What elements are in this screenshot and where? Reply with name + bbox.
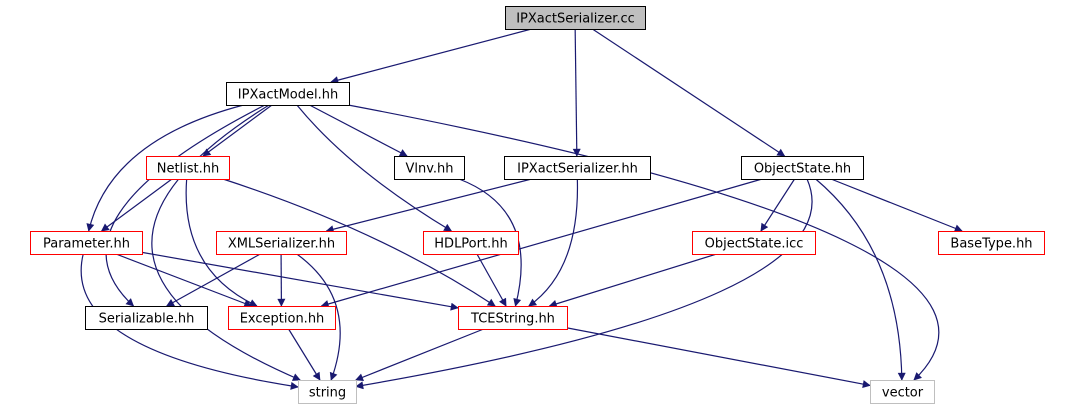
edge-exception-to-string: [288, 328, 321, 381]
edge-tcestring-to-vector: [566, 327, 871, 389]
edge-parameter-to-string: [80, 253, 299, 390]
edge-tcestring-to-string: [355, 328, 484, 382]
node-label: IPXactModel.hh: [238, 88, 338, 103]
node-serializable[interactable]: Serializable.hh: [85, 306, 208, 330]
node-ipxact-model[interactable]: IPXactModel.hh: [226, 82, 350, 106]
node-label: Netlist.hh: [157, 162, 220, 177]
node-box: [85, 306, 208, 330]
edge-ipxact-model-to-vlnv: [309, 104, 408, 157]
node-object-state-icc[interactable]: ObjectState.icc: [692, 231, 816, 255]
node-parameter[interactable]: Parameter.hh: [30, 231, 143, 255]
node-label: ObjectState.hh: [754, 162, 851, 177]
node-box: [870, 380, 935, 404]
node-box: [216, 231, 347, 255]
node-box: [692, 231, 816, 255]
edge-serializer-hh-to-tcestring: [528, 178, 579, 307]
node-label: ObjectState.icc: [705, 237, 804, 252]
edge-ipxact-model-to-netlist: [202, 104, 273, 157]
node-box: [298, 380, 357, 404]
node-label: Vlnv.hh: [405, 162, 453, 177]
edge-ipxact-model-to-vector: [348, 104, 940, 381]
edge-netlist-to-exception: [185, 178, 258, 307]
edges: [80, 28, 963, 390]
node-exception[interactable]: Exception.hh: [228, 306, 336, 330]
node-root[interactable]: IPXactSerializer.cc: [505, 6, 646, 30]
edge-ipxact-model-to-hdl-port: [296, 104, 453, 232]
node-box: [938, 231, 1045, 255]
edge-parameter-to-exception: [115, 253, 253, 308]
edge-root-to-serializer-hh: [572, 28, 581, 157]
nodes: IPXactSerializer.cc IPXactModel.hh Netli…: [30, 6, 1045, 404]
node-box: [146, 156, 230, 180]
node-box: [226, 82, 350, 106]
edge-object-state-to-base-type: [830, 178, 963, 233]
node-label: Serializable.hh: [99, 312, 195, 327]
edge-xml-serializer-to-serializable: [166, 253, 261, 307]
node-label: vector: [882, 386, 924, 401]
node-label: BaseType.hh: [950, 237, 1032, 252]
node-label: IPXactSerializer.hh: [517, 162, 638, 177]
node-ipxact-serializer-hh[interactable]: IPXactSerializer.hh: [504, 156, 651, 180]
edge-parameter-to-tcestring: [141, 251, 459, 311]
node-vlnv[interactable]: Vlnv.hh: [394, 156, 465, 180]
edge-ipxact-model-to-string: [151, 104, 301, 381]
edge-object-state-to-string: [355, 178, 813, 390]
node-label: TCEString.hh: [470, 312, 555, 327]
node-box: [423, 231, 519, 255]
node-box: [458, 306, 568, 330]
node-string: string: [298, 380, 357, 404]
node-box: [741, 156, 864, 180]
edge-xml-serializer-to-string: [296, 253, 341, 381]
node-box: [228, 306, 336, 330]
node-label: XMLSerializer.hh: [228, 237, 335, 252]
node-label: string: [309, 386, 346, 401]
edge-ipxact-model-to-serializable: [105, 104, 266, 307]
node-hdl-port[interactable]: HDLPort.hh: [423, 231, 519, 255]
node-vector: vector: [870, 380, 935, 404]
edge-object-state-to-object-state-icc: [760, 178, 796, 232]
edge-serializer-hh-to-xml-serializer: [325, 178, 532, 234]
edge-netlist-to-tcestring: [222, 178, 496, 307]
node-base-type[interactable]: BaseType.hh: [938, 231, 1045, 255]
edge-netlist-to-parameter: [100, 178, 173, 232]
edge-vlnv-to-tcestring: [458, 178, 522, 307]
node-box: [504, 156, 651, 180]
edge-root-to-ipxact-model: [330, 28, 532, 85]
node-box: [30, 231, 143, 255]
node-label: Exception.hh: [240, 312, 325, 327]
node-box: [505, 6, 646, 30]
edge-object-state-icc-to-tcestring: [548, 253, 717, 308]
node-label: IPXactSerializer.cc: [516, 12, 635, 27]
node-box: [394, 156, 465, 180]
edge-object-state-to-exception: [320, 178, 763, 308]
node-label: Parameter.hh: [43, 237, 130, 252]
edge-root-to-object-state: [592, 28, 786, 157]
node-xml-serializer[interactable]: XMLSerializer.hh: [216, 231, 347, 255]
node-netlist[interactable]: Netlist.hh: [146, 156, 230, 180]
node-object-state[interactable]: ObjectState.hh: [741, 156, 864, 180]
edge-object-state-to-vector: [815, 178, 906, 381]
edge-ipxact-model-to-parameter: [86, 104, 244, 232]
node-label: HDLPort.hh: [434, 237, 507, 252]
node-tcestring[interactable]: TCEString.hh: [458, 306, 568, 330]
edge-hdl-port-to-tcestring: [476, 253, 507, 307]
